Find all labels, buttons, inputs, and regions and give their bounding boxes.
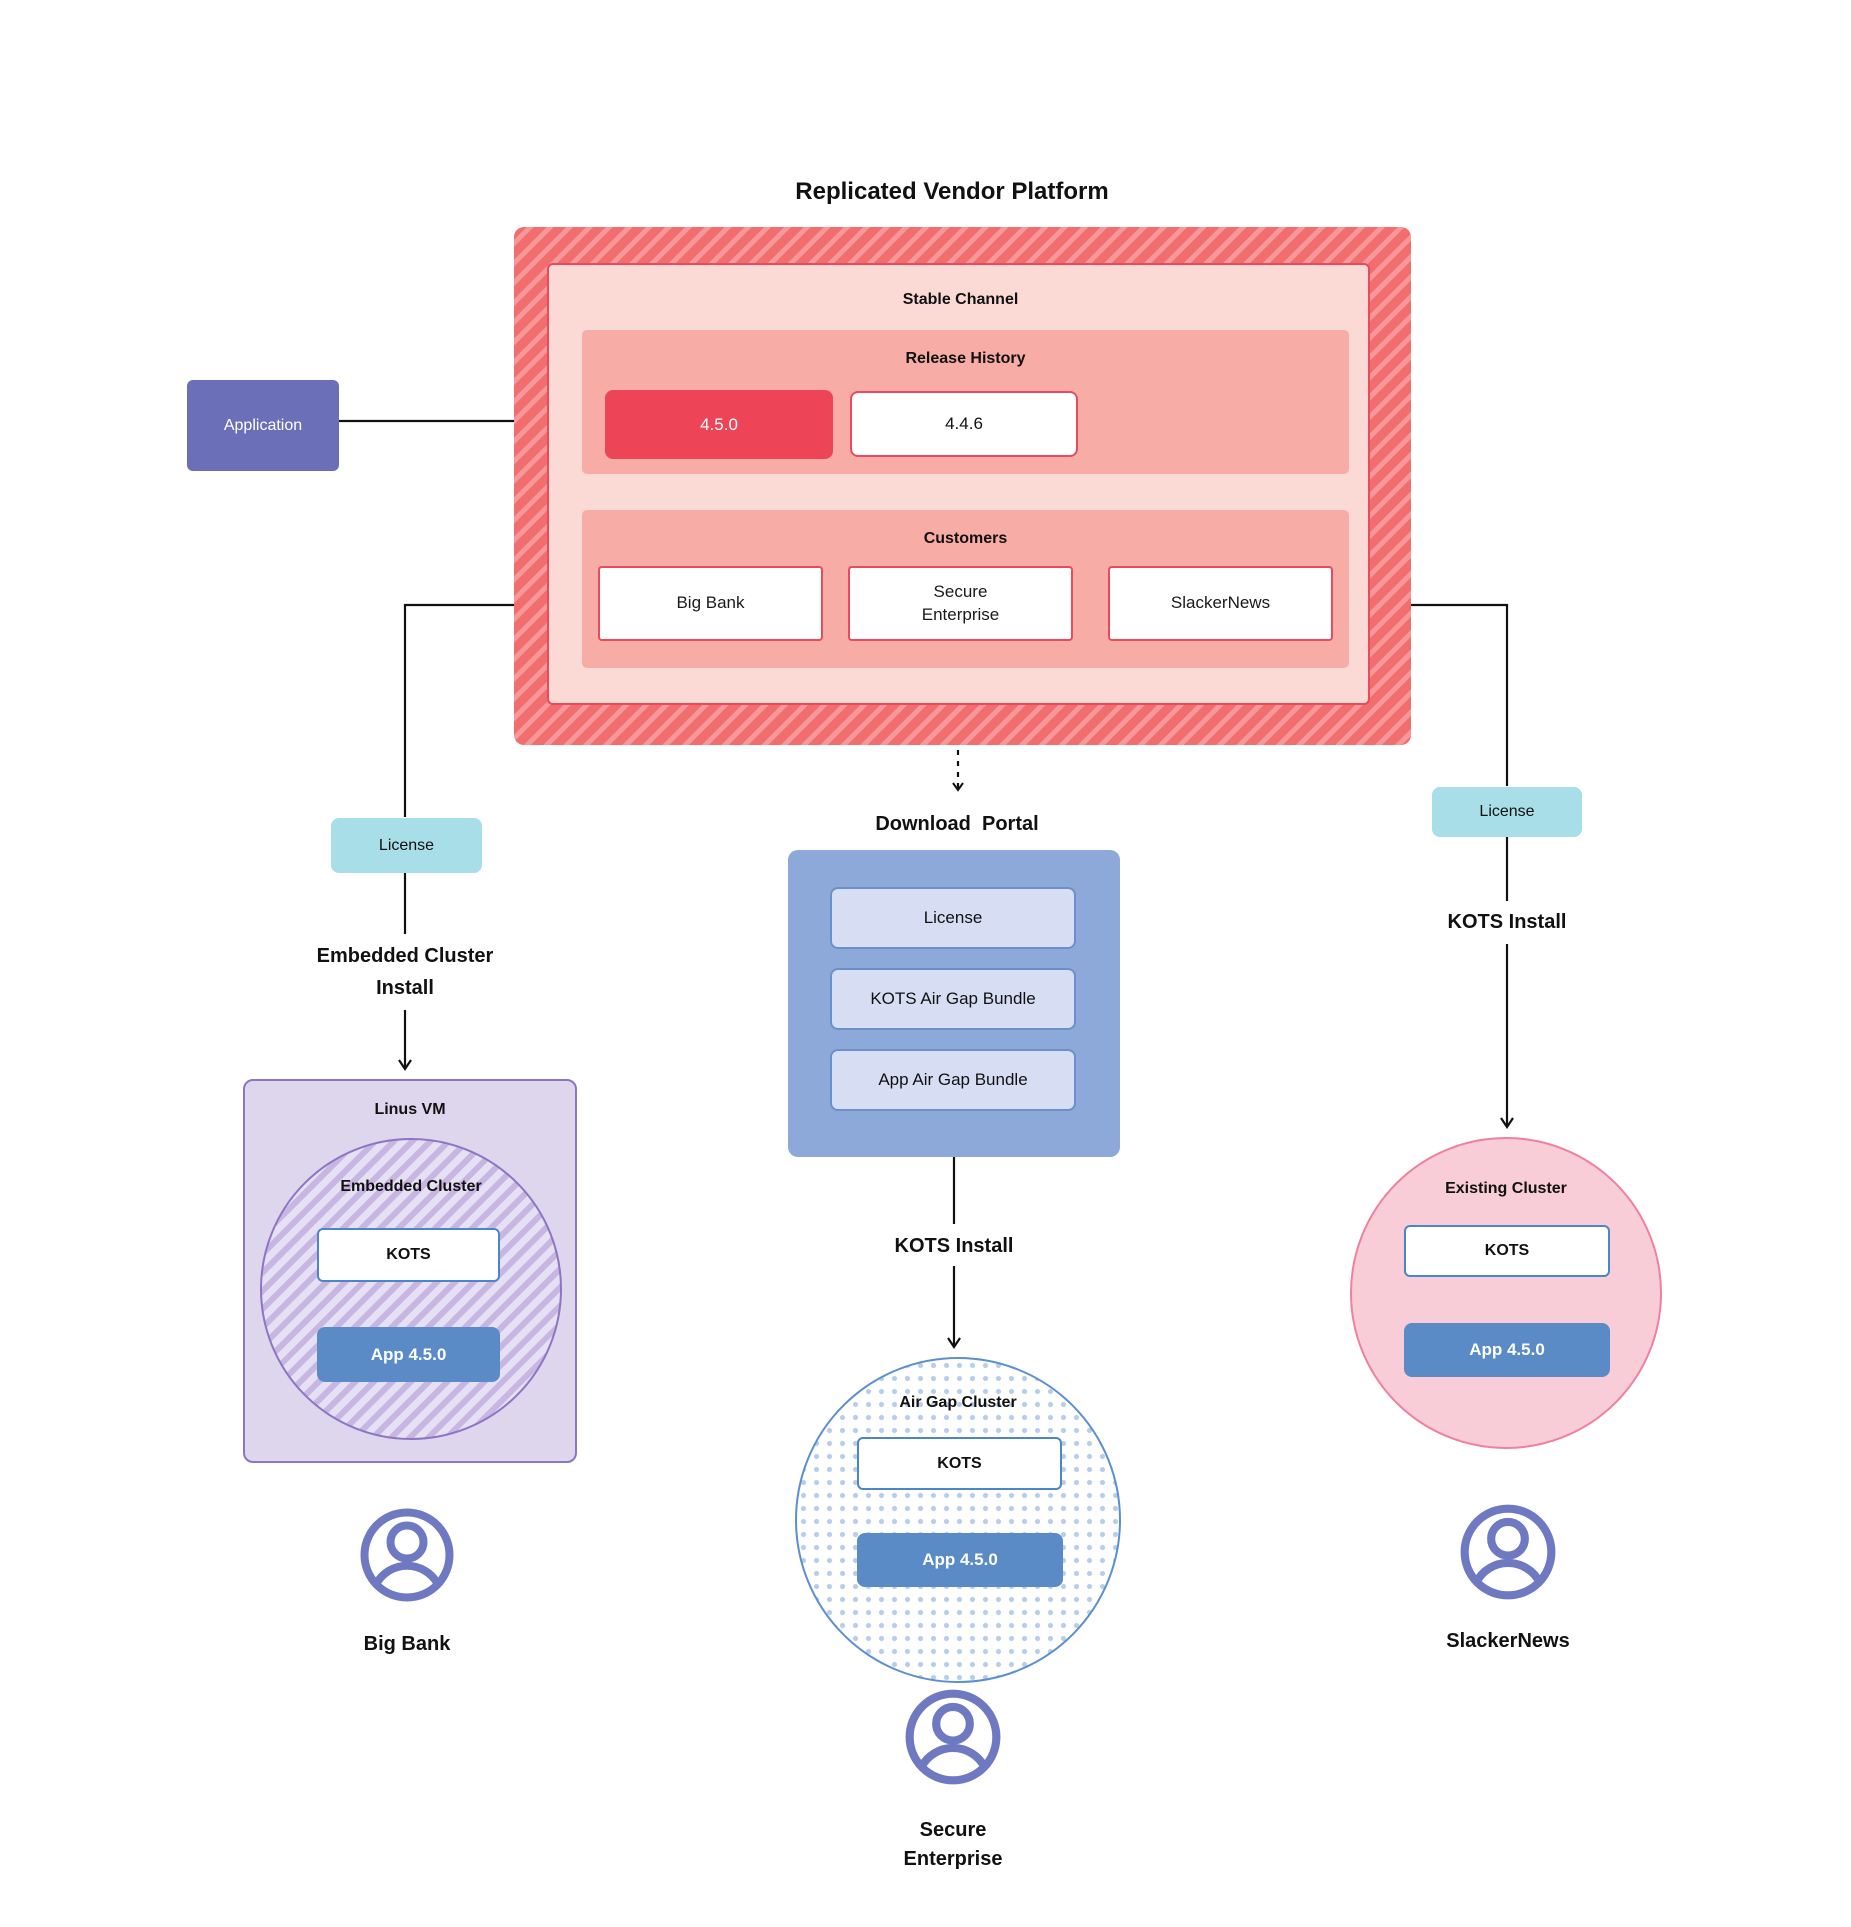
release-version-current: 4.5.0: [605, 390, 833, 459]
portal-item-kots-air-gap-bundle: KOTS Air Gap Bundle: [830, 968, 1076, 1030]
application-label: Application: [223, 416, 303, 434]
air-gap-cluster-label: Air Gap Cluster: [899, 1394, 1017, 1411]
embedded-cluster-label: Embedded Cluster: [340, 1178, 482, 1195]
existing-cluster-label: Existing Cluster: [1445, 1180, 1567, 1197]
kots-install-label-center: KOTS Install: [894, 1235, 1014, 1257]
app-node-center: App 4.5.0: [857, 1533, 1063, 1587]
download-portal-box: License KOTS Air Gap Bundle App Air Gap …: [788, 850, 1120, 1157]
customer-big-bank: Big Bank: [598, 566, 823, 641]
linus-vm-label: Linus VM: [374, 1101, 446, 1118]
customers-label: Customers: [923, 530, 1008, 547]
page-title: Replicated Vendor Platform: [795, 178, 1109, 205]
portal-item-app-air-gap-bundle: App Air Gap Bundle: [830, 1049, 1076, 1111]
application-node: Application: [187, 380, 339, 471]
portal-item-license: License: [830, 887, 1076, 949]
existing-cluster-circle: [1350, 1137, 1662, 1449]
kots-node-center: KOTS: [857, 1437, 1062, 1490]
kots-node-left: KOTS: [317, 1228, 500, 1282]
kots-install-label-right: KOTS Install: [1447, 911, 1567, 933]
embedded-cluster-circle: [260, 1138, 562, 1440]
release-history-label: Release History: [905, 350, 1026, 367]
user-icon: [1460, 1504, 1556, 1600]
release-history-band: Release History 4.5.0 4.4.6: [582, 330, 1349, 474]
license-node-right: License: [1432, 787, 1582, 837]
release-version-previous: 4.4.6: [850, 391, 1078, 457]
identity-label-slackernews: SlackerNews: [1446, 1630, 1570, 1652]
identity-label-big-bank: Big Bank: [363, 1633, 451, 1655]
app-node-right: App 4.5.0: [1404, 1323, 1610, 1377]
vendor-platform-frame: Stable Channel Release History 4.5.0 4.4…: [514, 227, 1411, 745]
user-icon: [360, 1508, 454, 1602]
customer-slackernews: SlackerNews: [1108, 566, 1333, 641]
license-node-left: License: [331, 818, 482, 873]
stable-channel-box: Stable Channel Release History 4.5.0 4.4…: [547, 263, 1370, 705]
kots-node-right: KOTS: [1404, 1225, 1610, 1277]
stable-channel-label: Stable Channel: [902, 291, 1019, 308]
user-icon: [905, 1689, 1001, 1785]
download-portal-label: Download Portal: [875, 813, 1039, 835]
app-node-left: App 4.5.0: [317, 1327, 500, 1382]
